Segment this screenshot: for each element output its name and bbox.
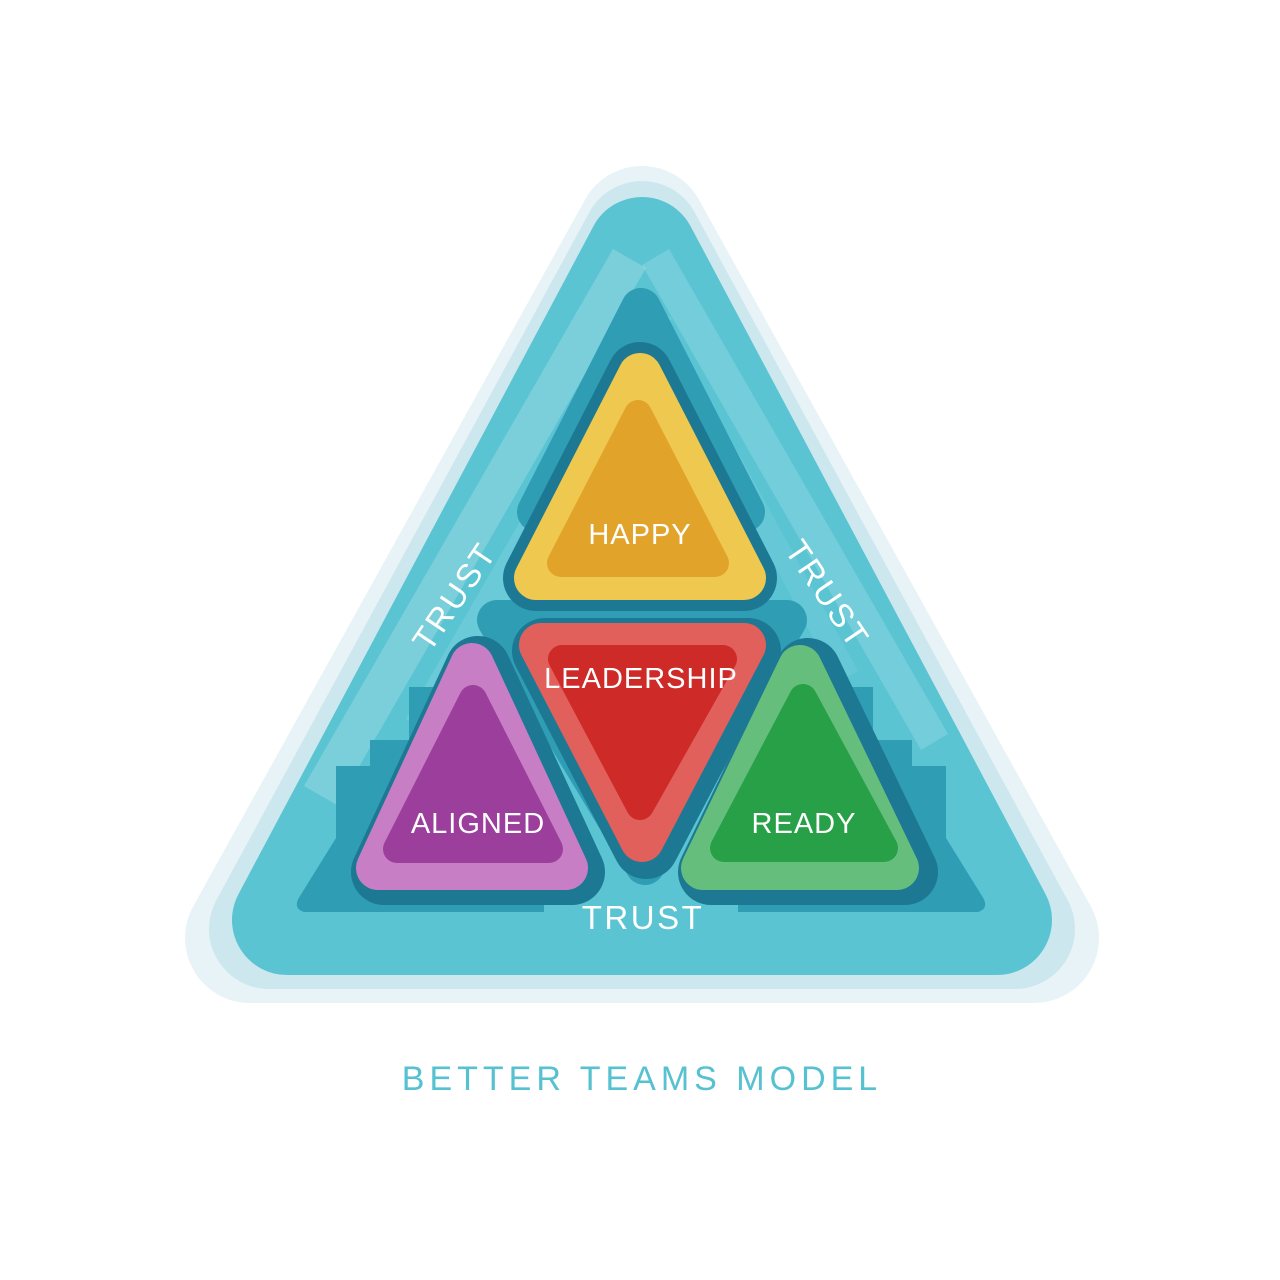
trust-label-bottom: TRUST xyxy=(582,899,705,936)
diagram-title: BETTER TEAMS MODEL xyxy=(402,1060,882,1098)
ready-label: READY xyxy=(752,808,857,840)
ready-triangle-fill xyxy=(710,684,898,862)
leadership-label: LEADERSHIP xyxy=(544,663,738,695)
happy-label: HAPPY xyxy=(588,519,691,551)
aligned-triangle-fill xyxy=(383,685,563,863)
happy-triangle-fill xyxy=(547,400,729,577)
gloss-streak-right-outer xyxy=(642,249,948,750)
leadership-triangle-fill xyxy=(548,645,737,820)
gloss-streak-left-outer xyxy=(304,249,646,805)
aligned-label: ALIGNED xyxy=(411,808,545,840)
